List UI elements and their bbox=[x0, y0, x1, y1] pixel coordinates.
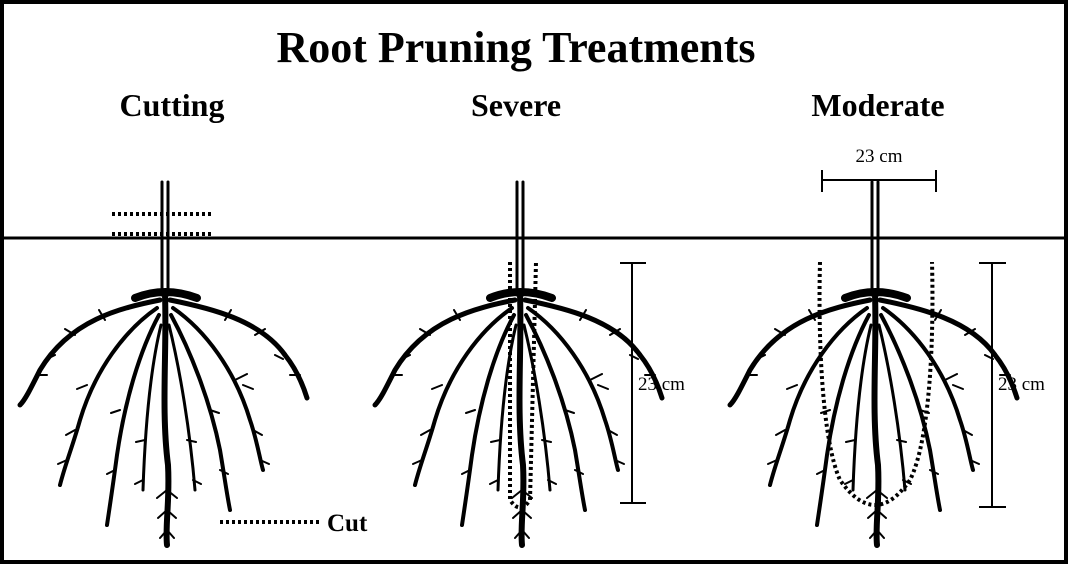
root-system-cutting bbox=[20, 182, 307, 545]
severe-depth-label: 23 cm bbox=[638, 374, 685, 395]
heading-cutting: Cutting bbox=[120, 87, 225, 123]
root-system-moderate bbox=[730, 182, 1017, 545]
root-system-severe bbox=[375, 182, 662, 545]
diagram-title: Root Pruning Treatments bbox=[276, 23, 755, 72]
heading-severe: Severe bbox=[471, 87, 561, 123]
moderate-depth-label: 23 cm bbox=[998, 374, 1045, 395]
legend-cut-label: Cut bbox=[327, 510, 368, 537]
moderate-width-label: 23 cm bbox=[856, 146, 903, 167]
heading-moderate: Moderate bbox=[811, 87, 944, 123]
